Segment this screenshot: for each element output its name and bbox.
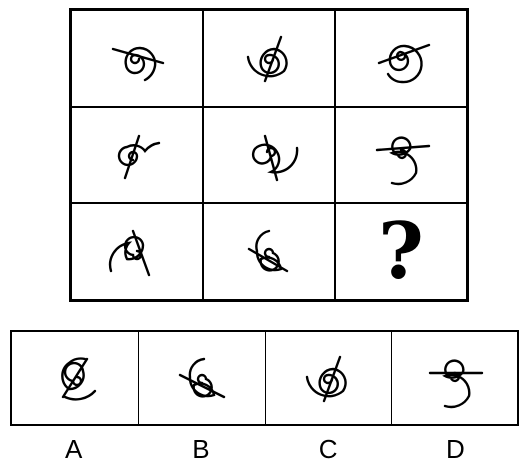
spiral-icon [229, 120, 309, 190]
puzzle-cell-8 [203, 203, 335, 300]
option-letter-c: C [265, 434, 392, 464]
spiral-icon [361, 23, 441, 93]
puzzle-cell-9: ? [335, 203, 467, 300]
option-letter-b: B [137, 434, 264, 464]
spiral-icon [35, 343, 115, 413]
puzzle-cell-1 [71, 10, 203, 107]
spiral-icon [97, 120, 177, 190]
spiral-icon [229, 217, 309, 287]
option-c[interactable] [265, 332, 391, 424]
puzzle-cell-6 [335, 107, 467, 204]
spiral-icon [97, 217, 177, 287]
spiral-icon [288, 343, 368, 413]
option-letters: A B C D [10, 434, 519, 464]
puzzle-cell-4 [71, 107, 203, 204]
puzzle-cell-5 [203, 107, 335, 204]
puzzle-cell-3 [335, 10, 467, 107]
puzzle-cell-2 [203, 10, 335, 107]
option-letter-d: D [392, 434, 519, 464]
puzzle-grid: ? [69, 8, 469, 302]
answer-options [10, 330, 519, 426]
spiral-icon [97, 23, 177, 93]
spiral-icon [361, 120, 441, 190]
option-a[interactable] [12, 332, 138, 424]
spiral-icon [162, 343, 242, 413]
question-mark: ? [378, 213, 424, 291]
option-d[interactable] [391, 332, 517, 424]
option-b[interactable] [138, 332, 264, 424]
spiral-icon [229, 23, 309, 93]
puzzle-cell-7 [71, 203, 203, 300]
option-letter-a: A [10, 434, 137, 464]
spiral-icon [414, 343, 494, 413]
